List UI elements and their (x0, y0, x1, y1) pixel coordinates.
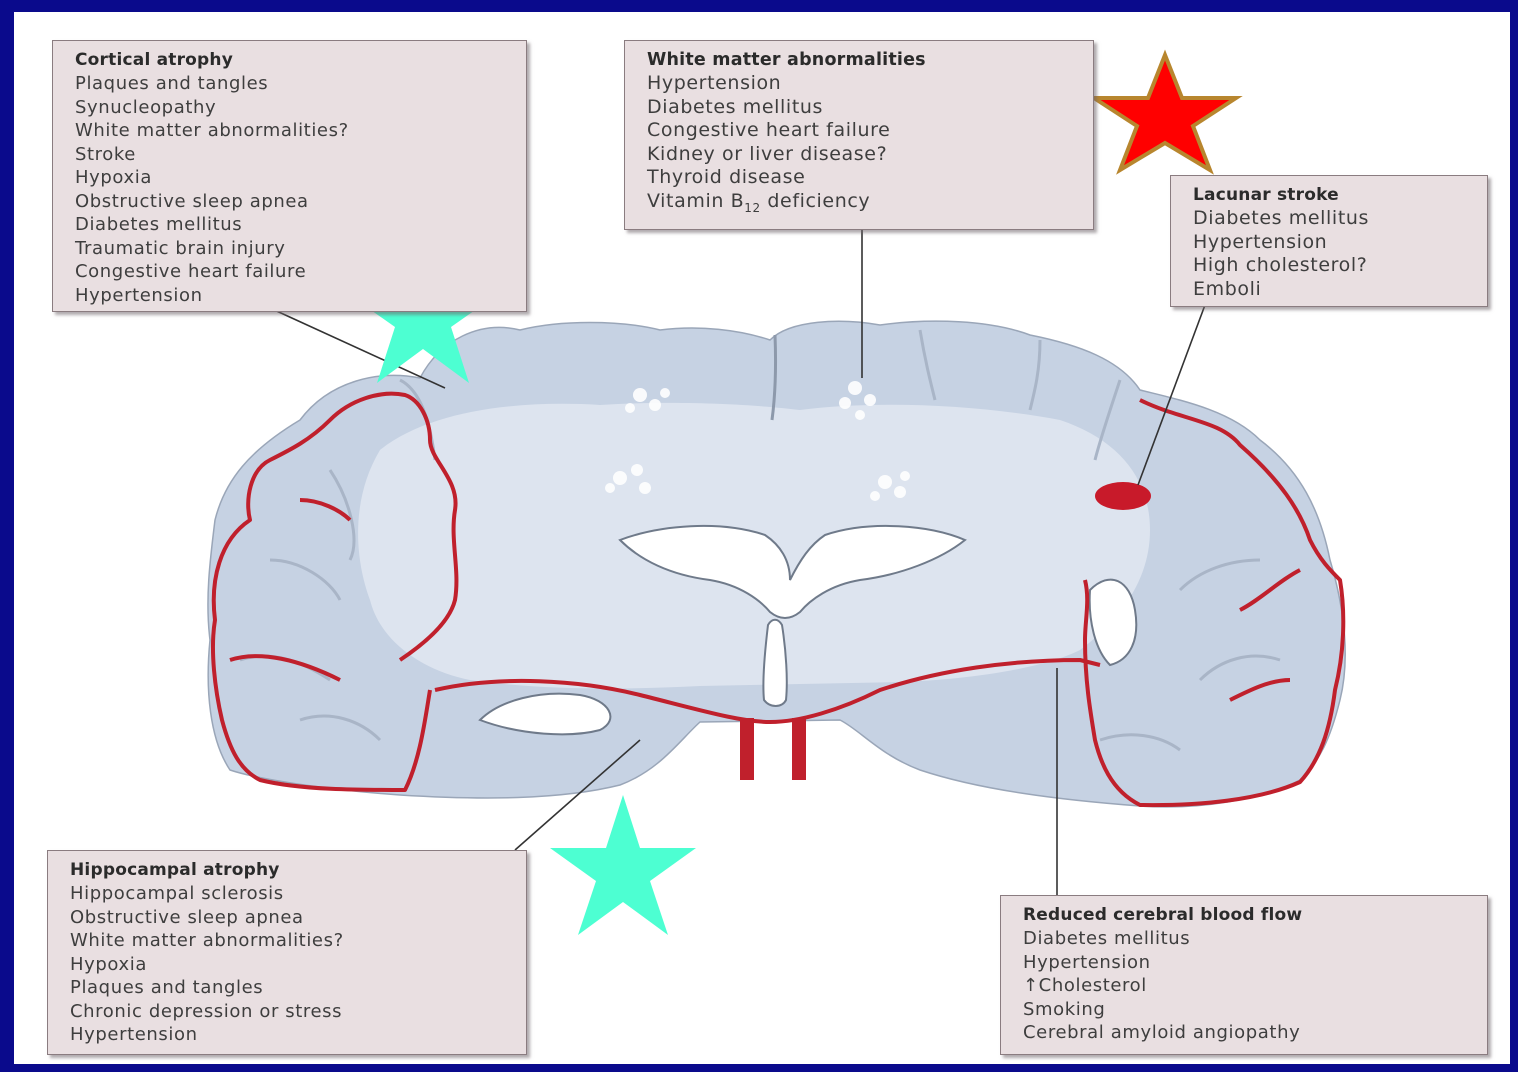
list-item: Hypertension (647, 72, 1083, 96)
white-matter-list: Hypertension Diabetes mellitus Congestiv… (647, 72, 1083, 220)
list-item: Hypertension (1023, 951, 1477, 975)
list-item: Hypoxia (75, 166, 516, 190)
list-item: High cholesterol? (1193, 254, 1477, 278)
vitamin-prefix: Vitamin B (647, 190, 744, 212)
list-item: Hippocampal sclerosis (70, 882, 516, 906)
cortical-atrophy-list: Plaques and tangles Synucleopathy White … (75, 72, 516, 307)
list-item: Congestive heart failure (75, 260, 516, 284)
list-item: Plaques and tangles (70, 976, 516, 1000)
hippocampal-atrophy-list: Hippocampal sclerosis Obstructive sleep … (70, 882, 516, 1047)
hippocampal-atrophy-title: Hippocampal atrophy (70, 859, 516, 882)
list-item: Stroke (75, 143, 516, 167)
list-item: Kidney or liver disease? (647, 143, 1083, 167)
list-item: Hypertension (70, 1023, 516, 1047)
list-item: Hypoxia (70, 953, 516, 977)
reduced-blood-flow-list: Diabetes mellitus Hypertension ↑Choleste… (1023, 927, 1477, 1045)
list-item: White matter abnormalities? (70, 929, 516, 953)
lacunar-infarct (1095, 482, 1151, 510)
list-item: Obstructive sleep apnea (70, 906, 516, 930)
list-item: White matter abnormalities? (75, 119, 516, 143)
hippocampal-atrophy-box: Hippocampal atrophy Hippocampal sclerosi… (47, 850, 527, 1055)
list-item: Hypertension (75, 284, 516, 308)
reduced-blood-flow-box: Reduced cerebral blood flow Diabetes mel… (1000, 895, 1488, 1055)
right-carotid (792, 718, 806, 780)
list-item-vitamin: Vitamin B12 deficiency (647, 190, 1083, 220)
list-item: Hypertension (1193, 231, 1477, 255)
list-item: ↑Cholesterol (1023, 974, 1477, 998)
left-carotid (740, 718, 754, 780)
lacunar-stroke-list: Diabetes mellitus Hypertension High chol… (1193, 207, 1477, 301)
red-star-icon (1094, 55, 1236, 170)
list-item: Diabetes mellitus (1193, 207, 1477, 231)
list-item: Emboli (1193, 278, 1477, 302)
vitamin-subscript: 12 (744, 200, 760, 214)
list-item: Obstructive sleep apnea (75, 190, 516, 214)
vitamin-suffix: deficiency (761, 190, 871, 212)
list-item: Diabetes mellitus (1023, 927, 1477, 951)
lacunar-stroke-box: Lacunar stroke Diabetes mellitus Hyperte… (1170, 175, 1488, 307)
list-item: Plaques and tangles (75, 72, 516, 96)
reduced-blood-flow-title: Reduced cerebral blood flow (1023, 904, 1477, 927)
list-item: Chronic depression or stress (70, 1000, 516, 1024)
list-item: Cerebral amyloid angiopathy (1023, 1021, 1477, 1045)
list-item: Traumatic brain injury (75, 237, 516, 261)
list-item: Smoking (1023, 998, 1477, 1022)
white-matter-box: White matter abnormalities Hypertension … (624, 40, 1094, 230)
list-item: Congestive heart failure (647, 119, 1083, 143)
third-ventricle (763, 620, 786, 706)
cortical-atrophy-box: Cortical atrophy Plaques and tangles Syn… (52, 40, 527, 312)
lacunar-stroke-title: Lacunar stroke (1193, 184, 1477, 207)
cortical-atrophy-title: Cortical atrophy (75, 49, 516, 72)
list-item: Synucleopathy (75, 96, 516, 120)
list-item: Thyroid disease (647, 166, 1083, 190)
white-matter-title: White matter abnormalities (647, 49, 1083, 72)
list-item: Diabetes mellitus (75, 213, 516, 237)
list-item: Diabetes mellitus (647, 96, 1083, 120)
teal-star-hippocampal-icon (550, 795, 696, 935)
